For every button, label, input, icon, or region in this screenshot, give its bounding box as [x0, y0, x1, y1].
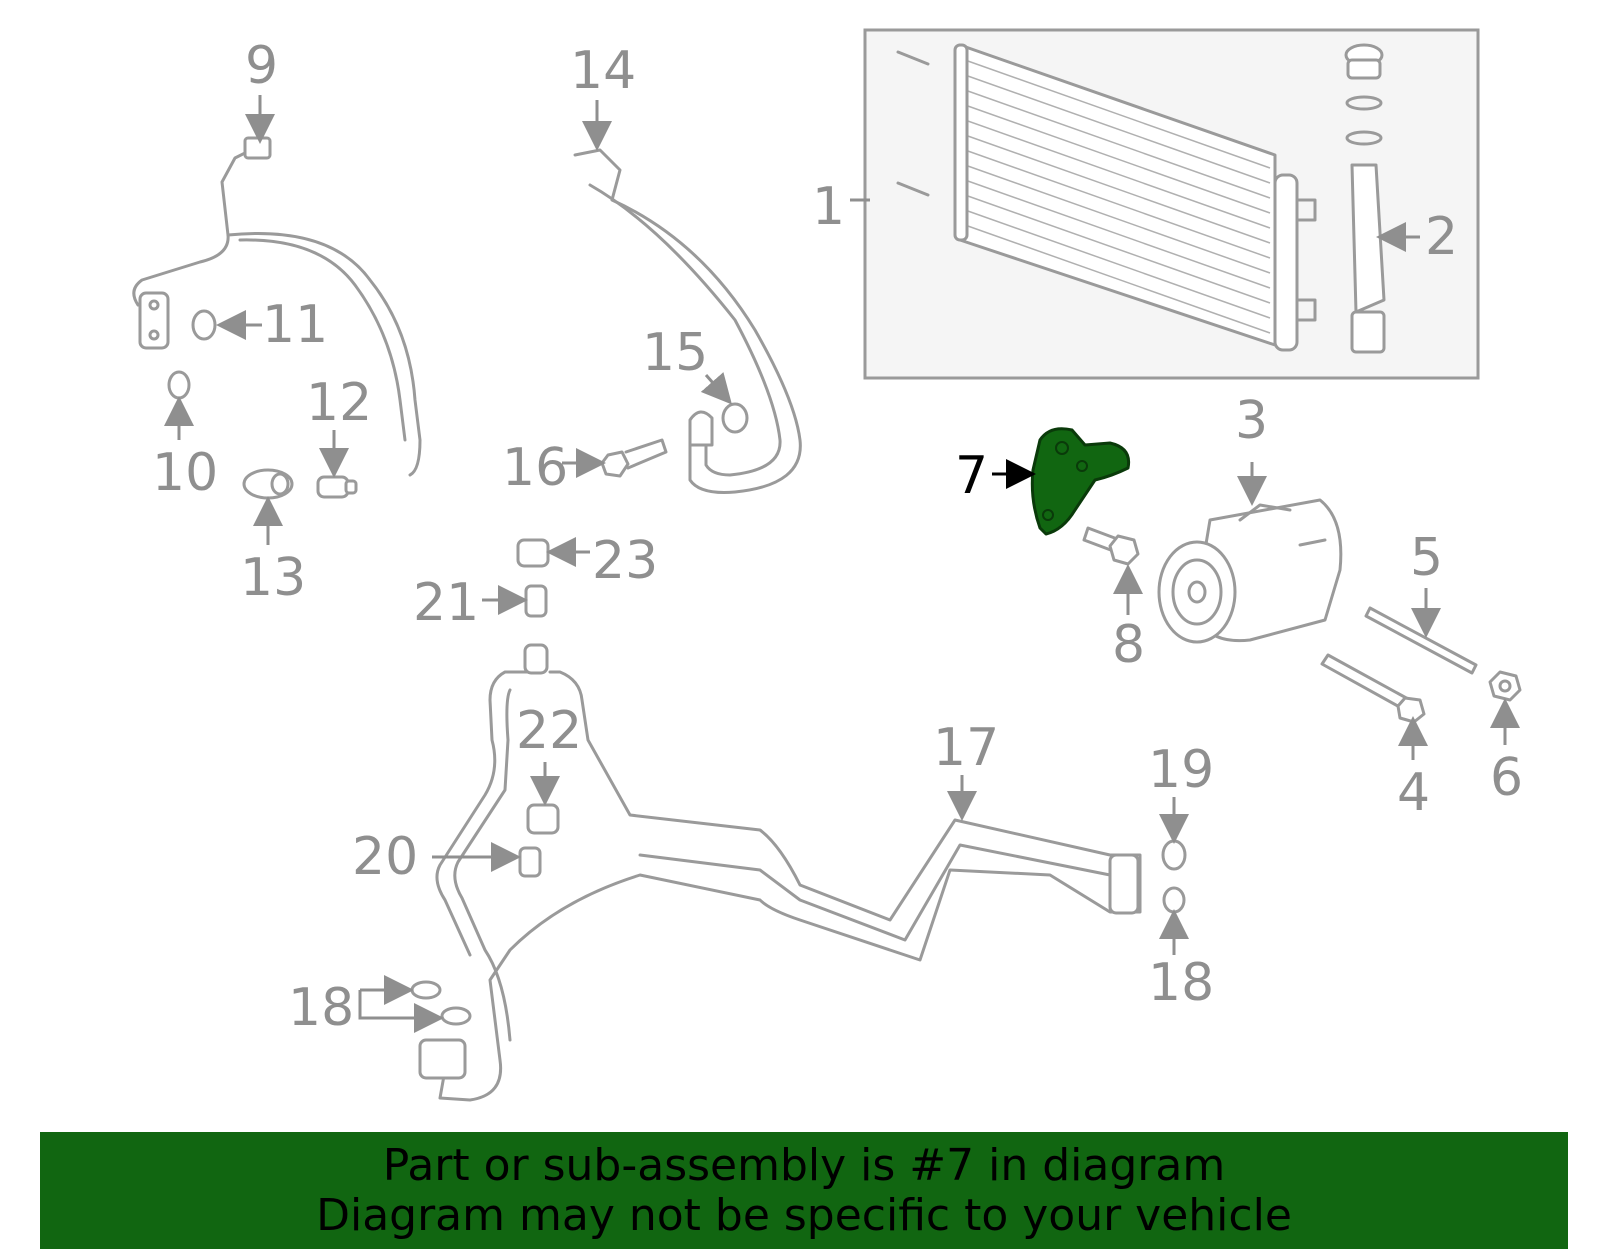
callout-5: 5 — [1410, 528, 1443, 588]
callout-7: 7 — [955, 446, 988, 506]
callout-3: 3 — [1235, 391, 1268, 451]
valve-core-21-icon — [524, 584, 548, 618]
callout-23: 23 — [592, 531, 658, 591]
callout-22: 22 — [516, 701, 582, 761]
pressure-switch-13-icon — [242, 468, 294, 500]
callout-9: 9 — [245, 36, 278, 96]
callout-6: 6 — [1490, 748, 1523, 808]
callout-13: 13 — [240, 548, 306, 608]
o-ring-10-icon — [167, 370, 191, 400]
bolt-8-icon — [1082, 526, 1140, 566]
cap-22-icon — [526, 803, 560, 835]
o-ring-18-left-top-icon — [410, 980, 442, 1000]
callout-18-left: 18 — [288, 978, 354, 1038]
callout-21: 21 — [413, 573, 479, 633]
callout-1: 1 — [812, 177, 845, 237]
compressor-3-icon — [1157, 498, 1343, 644]
callout-11: 11 — [262, 295, 328, 355]
callout-14: 14 — [570, 41, 636, 101]
valve-core-20-icon — [518, 846, 542, 878]
o-ring-11-icon — [191, 309, 217, 341]
banner-line-1: Part or sub-assembly is #7 in diagram — [382, 1139, 1226, 1191]
o-ring-19-icon — [1161, 839, 1187, 871]
callout-18-right: 18 — [1148, 953, 1214, 1013]
o-ring-15-icon — [721, 402, 749, 434]
o-ring-18-right-icon — [1162, 886, 1186, 914]
nut-6-icon — [1488, 670, 1522, 702]
info-banner: Part or sub-assembly is #7 in diagram Di… — [40, 1132, 1568, 1249]
hose-assembly-9-icon — [132, 136, 422, 477]
receiver-drier-icon — [1344, 43, 1386, 354]
mounting-bracket-7-icon — [1030, 427, 1131, 536]
callout-10: 10 — [152, 443, 218, 503]
valve-core-12-icon — [316, 475, 358, 499]
callout-8: 8 — [1112, 615, 1145, 675]
callout-16: 16 — [502, 438, 568, 498]
callout-17: 17 — [933, 718, 999, 778]
o-ring-18-left-bottom-icon — [440, 1006, 472, 1026]
callout-19: 19 — [1148, 740, 1214, 800]
bolt-5-icon — [1364, 606, 1478, 675]
pipe-assembly-17-icon — [418, 643, 1142, 1102]
callout-12: 12 — [306, 373, 372, 433]
callout-15: 15 — [642, 323, 708, 383]
bolt-4-icon — [1320, 653, 1426, 724]
cap-23-icon — [516, 538, 550, 568]
callout-20: 20 — [352, 827, 418, 887]
banner-line-2: Diagram may not be specific to your vehi… — [316, 1189, 1292, 1241]
callout-4: 4 — [1397, 763, 1430, 823]
condenser-icon — [896, 43, 1317, 352]
bolt-16-icon — [600, 438, 668, 478]
callout-2: 2 — [1425, 207, 1458, 267]
hose-assembly-14-icon — [573, 148, 802, 494]
condenser-group — [850, 28, 1480, 380]
